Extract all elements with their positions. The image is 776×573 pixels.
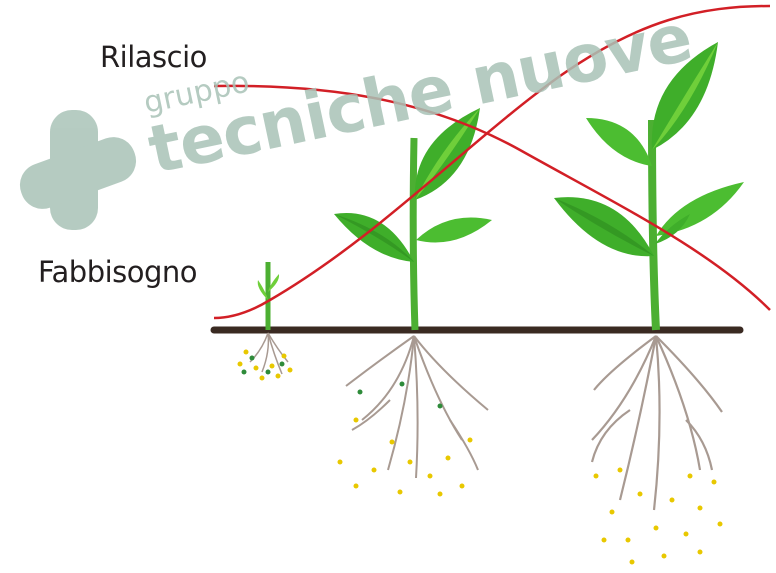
mature-plant-icon <box>554 42 744 565</box>
young-plant-icon <box>334 108 492 497</box>
seedling-icon <box>238 262 293 381</box>
need-label: Fabbisogno <box>38 255 197 289</box>
plant-logo-icon <box>14 110 142 230</box>
release-label: Rilascio <box>100 40 207 74</box>
